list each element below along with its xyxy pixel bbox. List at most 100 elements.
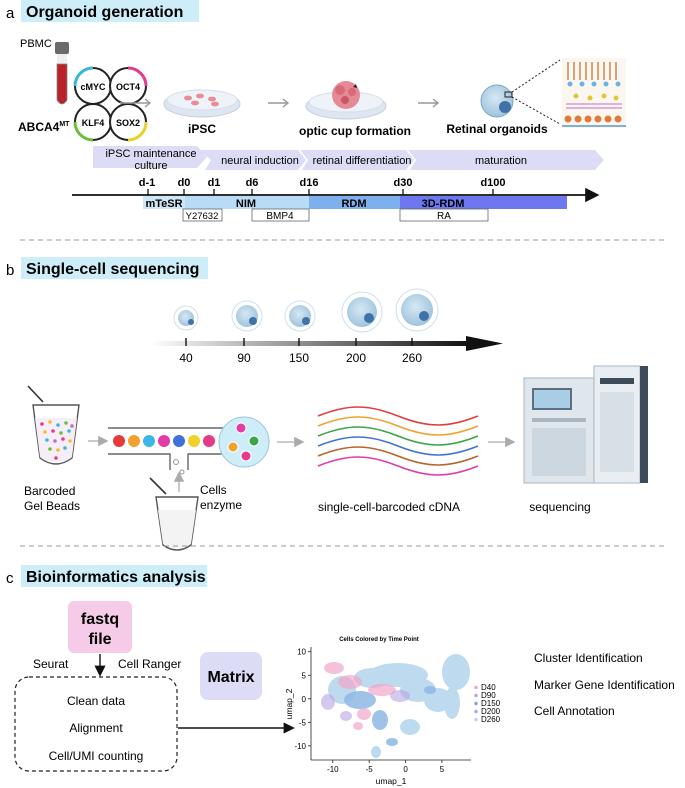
- y-tick-label: -5: [299, 718, 307, 727]
- section-c-letter: c: [6, 570, 14, 587]
- pipeline-step: Clean data: [67, 694, 125, 708]
- cdna-label: single-cell-barcoded cDNA: [318, 500, 460, 514]
- day-label: d6: [246, 177, 259, 189]
- phase-retinal-differentiation: retinal differentiation: [313, 155, 412, 167]
- factor-label: OCT4: [116, 82, 140, 92]
- retinal-layers-icon: [562, 58, 626, 128]
- phase-culture: culture: [134, 160, 167, 172]
- fastq-label: fastq: [81, 611, 119, 628]
- day-label: d100: [480, 177, 505, 189]
- day-label: d0: [178, 177, 191, 189]
- cells-label: Cells: [200, 483, 227, 497]
- organoid-sizes-icon: [173, 288, 439, 333]
- pipeline-step: Cell/UMI counting: [49, 749, 144, 763]
- legend-swatch: [474, 709, 478, 714]
- timepoint-arrow: [150, 336, 503, 351]
- stage-ipsc: iPSC: [188, 122, 216, 136]
- retinal-organoid-icon: [480, 59, 561, 125]
- matrix-label: Matrix: [207, 669, 254, 686]
- gel-beads-label: Gel Beads: [24, 499, 80, 513]
- seurat-label: Seurat: [33, 657, 69, 671]
- factor-label: cMYC: [80, 82, 106, 92]
- fastq-label: file: [88, 631, 111, 648]
- y-tick-label: 5: [302, 671, 307, 680]
- supplement-box-y27632: [182, 208, 223, 222]
- legend-label: D150: [481, 699, 501, 708]
- phase-ipsc-maintenance: iPSC maintenance: [105, 148, 196, 160]
- media-bar-rdm: [309, 196, 400, 209]
- day-label: d-1: [139, 177, 156, 189]
- gel-beads-label: Barcoded: [24, 484, 75, 498]
- matrix-box: [200, 652, 262, 700]
- umap-cloud-purple: [321, 690, 410, 721]
- cdna-waves-icon: [317, 406, 479, 476]
- stage-arrows: [120, 98, 440, 108]
- y-axis-label: umap_2: [284, 688, 294, 719]
- x-tick-label: -10: [327, 765, 339, 774]
- section-a-letter: a: [6, 5, 15, 22]
- legend-label: D90: [481, 691, 496, 700]
- legend-swatch: [474, 685, 478, 690]
- x-tick-label: -5: [366, 765, 374, 774]
- section-a-title-bg: [21, 0, 199, 22]
- legend-label: D200: [481, 707, 501, 716]
- section-a-title: Organoid generation: [26, 4, 183, 21]
- media-label: NIM: [236, 198, 256, 210]
- day-label: d30: [394, 177, 413, 189]
- supplement-label: BMP4: [266, 211, 294, 222]
- y-tick-label: -10: [294, 742, 306, 751]
- factor-label: SOX2: [116, 118, 140, 128]
- legend-swatch: [474, 693, 478, 698]
- timepoint-label: 150: [289, 351, 309, 365]
- legend-swatch: [474, 717, 478, 722]
- gel-beads-tube-icon: [27, 385, 80, 465]
- legend-swatch: [474, 701, 478, 706]
- supplement-box-ra: [399, 208, 489, 222]
- phase-neural-induction: neural induction: [221, 155, 299, 167]
- chart-title: Cells Colored by Time Point: [339, 637, 419, 643]
- cells-label: enzyme: [200, 498, 242, 512]
- timepoint-label: 40: [179, 351, 193, 365]
- timepoint-ticks: [185, 338, 413, 346]
- plasmid-oct4: OCT4: [109, 66, 148, 105]
- legend-label: D40: [481, 683, 496, 692]
- timepoint-label: 200: [346, 351, 366, 365]
- media-label: mTeSR: [145, 198, 182, 210]
- fastq-box: [68, 601, 132, 653]
- section-b-letter: b: [6, 262, 14, 279]
- ipsc-dish-icon: [163, 89, 241, 118]
- x-axis-label: umap_1: [376, 776, 407, 786]
- y-tick-label: 10: [297, 648, 306, 657]
- supplement-label: Y27632: [186, 211, 219, 222]
- section-c-title-bg: [21, 565, 207, 587]
- phase-maturation: maturation: [475, 155, 527, 167]
- stage-optic-cup: optic cup formation: [299, 124, 411, 138]
- day-label: d1: [208, 177, 221, 189]
- umap-cloud-mid: [344, 686, 436, 746]
- timepoint-label: 260: [402, 351, 422, 365]
- pipeline-step: Alignment: [69, 721, 123, 735]
- supplement-box-bmp4: [251, 208, 310, 222]
- legend-label: D260: [481, 715, 501, 724]
- supplement-label: RA: [437, 211, 451, 222]
- media-label: RDM: [341, 198, 366, 210]
- abca4-label: ABCA4MT: [18, 120, 70, 134]
- media-bar-nim: [185, 196, 309, 209]
- phase-ribbon: [93, 146, 604, 170]
- output-label: Cell Annotation: [534, 704, 615, 718]
- section-b-title: Single-cell sequencing: [26, 261, 199, 278]
- output-label: Cluster Identification: [534, 651, 643, 665]
- media-bar-mtesr: [143, 196, 185, 209]
- timeline-ticks: [147, 189, 494, 195]
- output-label: Marker Gene Identification: [534, 678, 675, 692]
- blood-tube-icon: [55, 42, 69, 105]
- optic-cup-icon: [305, 81, 387, 120]
- timepoint-label: 90: [237, 351, 251, 365]
- day-label: d16: [300, 177, 319, 189]
- plasmid-sox2: SOX2: [109, 103, 148, 142]
- section-b-title-bg: [21, 257, 208, 279]
- plasmid-klf4: KLF4: [73, 103, 112, 142]
